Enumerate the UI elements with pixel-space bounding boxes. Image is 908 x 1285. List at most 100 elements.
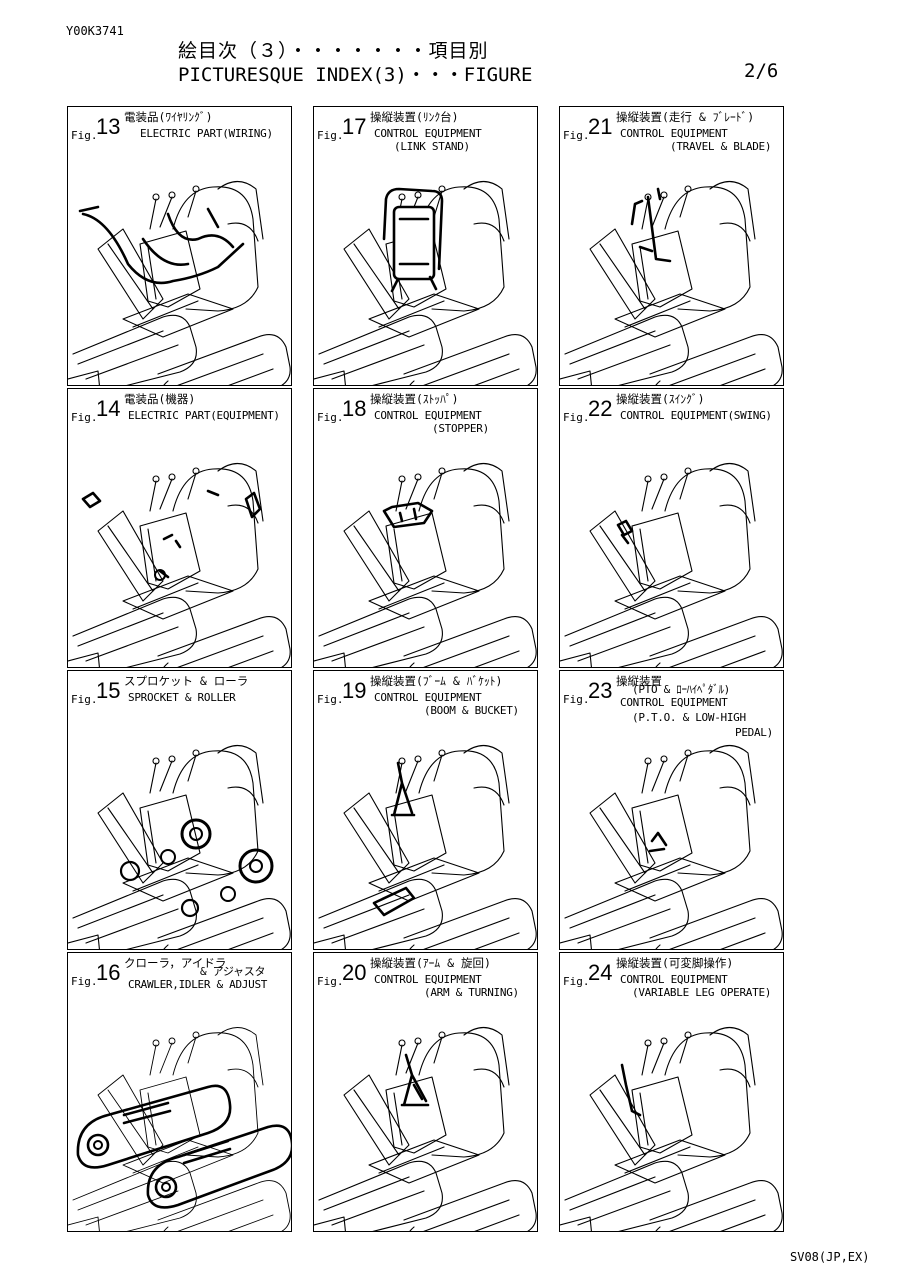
fig-title-en: (VARIABLE LEG OPERATE) (632, 986, 772, 999)
fig-label: Fig. (317, 411, 344, 424)
fig-number: 15 (96, 678, 121, 703)
figure-illustration (68, 180, 291, 385)
fig-title-jp: 操縦装置(ﾘﾝｸ台) (370, 110, 459, 124)
machine-outline (314, 462, 537, 667)
fig-number: 24 (588, 960, 613, 985)
fig-number: 20 (342, 960, 367, 985)
figure-illustration (560, 462, 783, 667)
figure-illustration (560, 1026, 783, 1231)
fig-title-jp: 操縦装置(可変脚操作) (616, 956, 734, 970)
equip-highlight (81, 489, 262, 581)
fig-title-en: SPROCKET & ROLLER (128, 691, 236, 704)
fig-label: Fig. (563, 975, 590, 988)
fig-number: 19 (342, 678, 367, 703)
fig-number: 21 (588, 114, 613, 139)
crawler-highlight (76, 1084, 291, 1209)
fig-title-jp: 操縦装置(ｱｰﾑ & 旋回) (370, 956, 491, 970)
fig-label: Fig. (317, 693, 344, 706)
fig-label: Fig. (71, 129, 98, 142)
boom-highlight (372, 761, 416, 917)
swing-highlight (616, 519, 634, 545)
fig-label: Fig. (317, 129, 344, 142)
machine-outline (560, 1026, 783, 1231)
fig-label: Fig. (71, 693, 98, 706)
fig-title-en: (P.T.O. & LOW-HIGH (632, 711, 746, 724)
page-title-jp: 絵目次（３）・・・・・・・項目別 (178, 40, 489, 62)
fig-title-jp: 操縦装置 (616, 674, 662, 688)
figure-illustration (314, 744, 537, 949)
fig-label: Fig. (317, 975, 344, 988)
machine-outline (560, 744, 783, 949)
page-title-en: PICTURESQUE INDEX(3)・・・FIGURE (178, 64, 533, 86)
fig-title-jp: 操縦装置(ｽﾄｯﾊﾟ) (370, 392, 459, 406)
wiring-highlight (78, 205, 245, 285)
fig-title-en: ELECTRIC PART(EQUIPMENT) (128, 409, 280, 422)
fig-title-jp: クローラ，アイドラ (124, 956, 227, 970)
footer-model-code: SV08(JP,EX) (790, 1250, 870, 1264)
figure-illustration (68, 1027, 291, 1231)
figure-illustration (560, 180, 783, 385)
fig-title-jp: 操縦装置(走行 & ﾌﾞﾚｰﾄﾞ) (616, 110, 755, 124)
machine-outline (560, 462, 783, 667)
figure-illustration (560, 744, 783, 949)
fig-title-en: CONTROL EQUIPMENT (374, 973, 482, 986)
machine-outline (68, 744, 291, 949)
fig-number: 23 (588, 678, 613, 703)
fig-label: Fig. (71, 411, 98, 424)
machine-outline (68, 180, 291, 385)
sprocket-highlight (119, 818, 274, 918)
fig-number: 22 (588, 396, 613, 421)
fig-title-jp: 電装品(機器) (124, 392, 196, 406)
fig-number: 18 (342, 396, 367, 421)
figure-illustration (68, 744, 291, 949)
fig-title-en: (PTO & ﾛｰﾊｲﾍﾟﾀﾞﾙ) (632, 683, 730, 696)
fig-title-en: (LINK STAND) (394, 140, 470, 153)
fig-number: 14 (96, 396, 121, 421)
arm-highlight (400, 1053, 430, 1107)
fig-title-en: (BOOM & BUCKET) (424, 704, 519, 717)
leg-highlight (620, 1063, 642, 1117)
fig-title-jp: スプロケット & ローラ (124, 674, 249, 688)
fig-title-en: CONTROL EQUIPMENT (374, 127, 482, 140)
fig-title-en: CONTROL EQUIPMENT (374, 409, 482, 422)
fig-title-jp: 電装品(ﾜｲﾔﾘﾝｸﾞ) (124, 110, 213, 124)
fig-title-en: CRAWLER,IDLER & ADJUST (128, 978, 268, 991)
figure-illustration (314, 180, 537, 385)
fig-title-en: (STOPPER) (432, 422, 489, 435)
fig-title-en: CONTROL EQUIPMENT (620, 127, 728, 140)
fig-label: Fig. (563, 693, 590, 706)
machine-outline (314, 744, 537, 949)
fig-title-jp: 操縦装置(ﾌﾞｰﾑ & ﾊﾞｹｯﾄ) (370, 674, 503, 688)
machine-outline (68, 462, 291, 667)
fig-title-en: PEDAL) (735, 726, 773, 739)
figure-illustration (68, 462, 291, 667)
machine-outline (314, 1026, 537, 1231)
travel-highlight (630, 187, 672, 263)
document-id: Y00K3741 (66, 24, 124, 38)
fig-label: Fig. (71, 975, 98, 988)
fig-title-en: (TRAVEL & BLADE) (670, 140, 772, 153)
fig-title-jp: 操縦装置(ｽｲﾝｸﾞ) (616, 392, 705, 406)
fig-title-en: CONTROL EQUIPMENT (374, 691, 482, 704)
pto-highlight (648, 831, 668, 853)
machine-outline (314, 180, 537, 385)
fig-title-en: & アジャスタ (200, 965, 266, 978)
